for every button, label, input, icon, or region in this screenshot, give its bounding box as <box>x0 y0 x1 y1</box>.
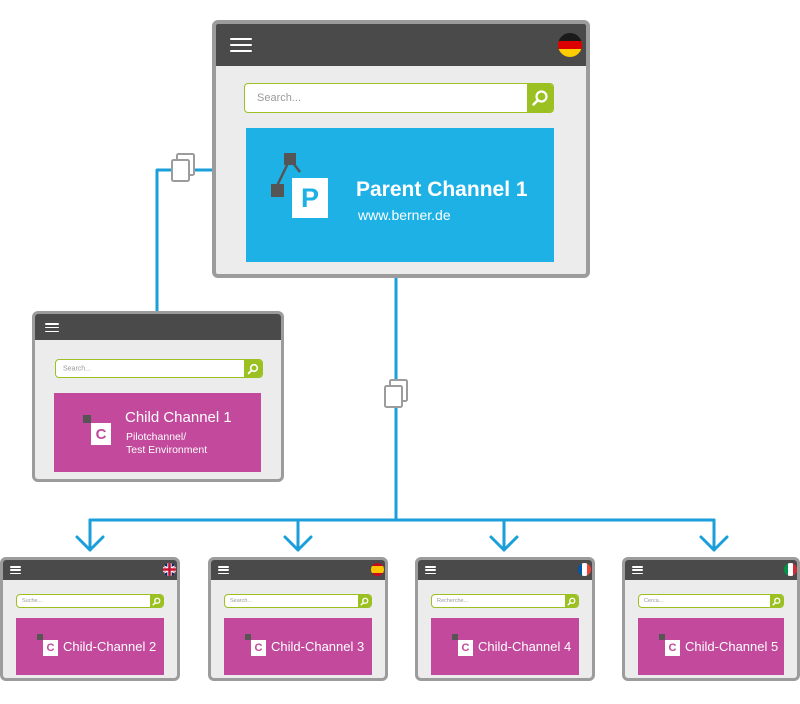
search-button[interactable] <box>358 595 371 607</box>
hamburger-menu-icon[interactable] <box>10 566 21 574</box>
arrow-head-child-4 <box>489 535 519 552</box>
search-placeholder: Suche... <box>22 598 43 604</box>
search-icon <box>152 597 161 605</box>
child-channel-name: Child-Channel 5 <box>685 639 779 654</box>
pilot-channel-desc-line2: Test Environment <box>126 444 208 456</box>
child-channel-tile[interactable]: C Child-Channel 4 <box>431 618 579 675</box>
italy-flag-icon <box>784 563 797 576</box>
node-square <box>83 415 91 423</box>
title-bar <box>625 560 797 580</box>
node-square <box>271 184 284 197</box>
search-button[interactable] <box>244 360 262 377</box>
title-bar <box>35 314 281 340</box>
hamburger-menu-icon[interactable] <box>218 566 229 574</box>
hamburger-menu-icon[interactable] <box>45 323 59 332</box>
pilot-channel-desc-line1: Pilotchannel/ <box>126 431 187 443</box>
search-placeholder: Search... <box>63 365 92 372</box>
search-placeholder: Search... <box>230 598 253 604</box>
search-input[interactable]: Search... <box>244 83 554 113</box>
parent-channel-url: www.berner.de <box>358 207 451 223</box>
search-button[interactable] <box>527 84 553 112</box>
child-channel-name: Child-Channel 2 <box>63 639 157 654</box>
pilot-channel-tile[interactable]: C Child Channel 1 Pilotchannel/ Test Env… <box>54 393 261 472</box>
parent-channel-name: Parent Channel 1 <box>356 178 528 201</box>
spain-flag-icon <box>371 563 384 576</box>
search-button[interactable] <box>770 595 783 607</box>
arrow-head-child-2 <box>75 535 105 552</box>
child-channel-window: Search... C Child-Channel 3 <box>208 557 388 681</box>
title-bar <box>3 560 177 580</box>
parent-to-pilot-connector <box>155 168 215 314</box>
child-channel-tile[interactable]: C Child-Channel 3 <box>224 618 372 675</box>
child-badge: C <box>43 640 58 656</box>
child-channel-name: Child-Channel 3 <box>271 639 365 654</box>
search-icon <box>532 90 548 106</box>
hamburger-menu-icon[interactable] <box>632 566 643 574</box>
parent-badge: P <box>292 178 328 218</box>
child-channel-name: Child-Channel 4 <box>478 639 572 654</box>
search-input[interactable]: Search... <box>55 359 263 378</box>
search-icon <box>247 363 259 374</box>
child-channel-tile[interactable]: C Child-Channel 5 <box>638 618 784 675</box>
child-channel-window: Cerca... C Child-Channel 5 <box>622 557 800 681</box>
arrow-head-child-3 <box>283 535 313 552</box>
search-button[interactable] <box>150 595 163 607</box>
child-channel-window: Suche... C Child-Channel 2 <box>0 557 180 681</box>
search-icon <box>772 597 781 605</box>
search-input[interactable]: Recherche... <box>431 594 579 608</box>
search-input[interactable]: Suche... <box>16 594 164 608</box>
pilot-channel-window: Search... C Child Channel 1 Pilotchannel… <box>32 311 284 482</box>
child-badge: C <box>458 640 473 656</box>
node-square <box>659 634 665 640</box>
search-input[interactable]: Search... <box>224 594 372 608</box>
child-badge: C <box>665 640 680 656</box>
node-square <box>284 153 296 165</box>
arrow-head-child-5 <box>699 535 729 552</box>
copy-documents-icon <box>171 153 195 182</box>
copy-documents-icon <box>384 379 408 408</box>
parent-channel-window: Search... P Parent Channel 1 www.berner.… <box>212 20 590 278</box>
title-bar <box>216 24 586 66</box>
search-placeholder: Search... <box>257 92 302 104</box>
parent-channel-tile[interactable]: P Parent Channel 1 www.berner.de <box>246 128 554 262</box>
title-bar <box>211 560 385 580</box>
node-square <box>452 634 458 640</box>
pilot-channel-name: Child Channel 1 <box>125 409 232 426</box>
search-input[interactable]: Cerca... <box>638 594 784 608</box>
child-channel-tile[interactable]: C Child-Channel 2 <box>16 618 164 675</box>
france-flag-icon <box>578 563 591 576</box>
node-square <box>245 634 251 640</box>
hamburger-menu-icon[interactable] <box>230 38 252 52</box>
search-icon <box>567 597 576 605</box>
uk-flag-icon <box>163 563 176 576</box>
search-button[interactable] <box>565 595 578 607</box>
hamburger-menu-icon[interactable] <box>425 566 436 574</box>
node-square <box>37 634 43 640</box>
title-bar <box>418 560 592 580</box>
germany-flag-icon <box>558 33 582 57</box>
child-badge: C <box>91 423 111 445</box>
search-placeholder: Cerca... <box>644 598 664 604</box>
search-placeholder: Recherche... <box>437 598 469 604</box>
child-channel-window: Recherche... C Child-Channel 4 <box>415 557 595 681</box>
search-icon <box>360 597 369 605</box>
child-badge: C <box>251 640 266 656</box>
